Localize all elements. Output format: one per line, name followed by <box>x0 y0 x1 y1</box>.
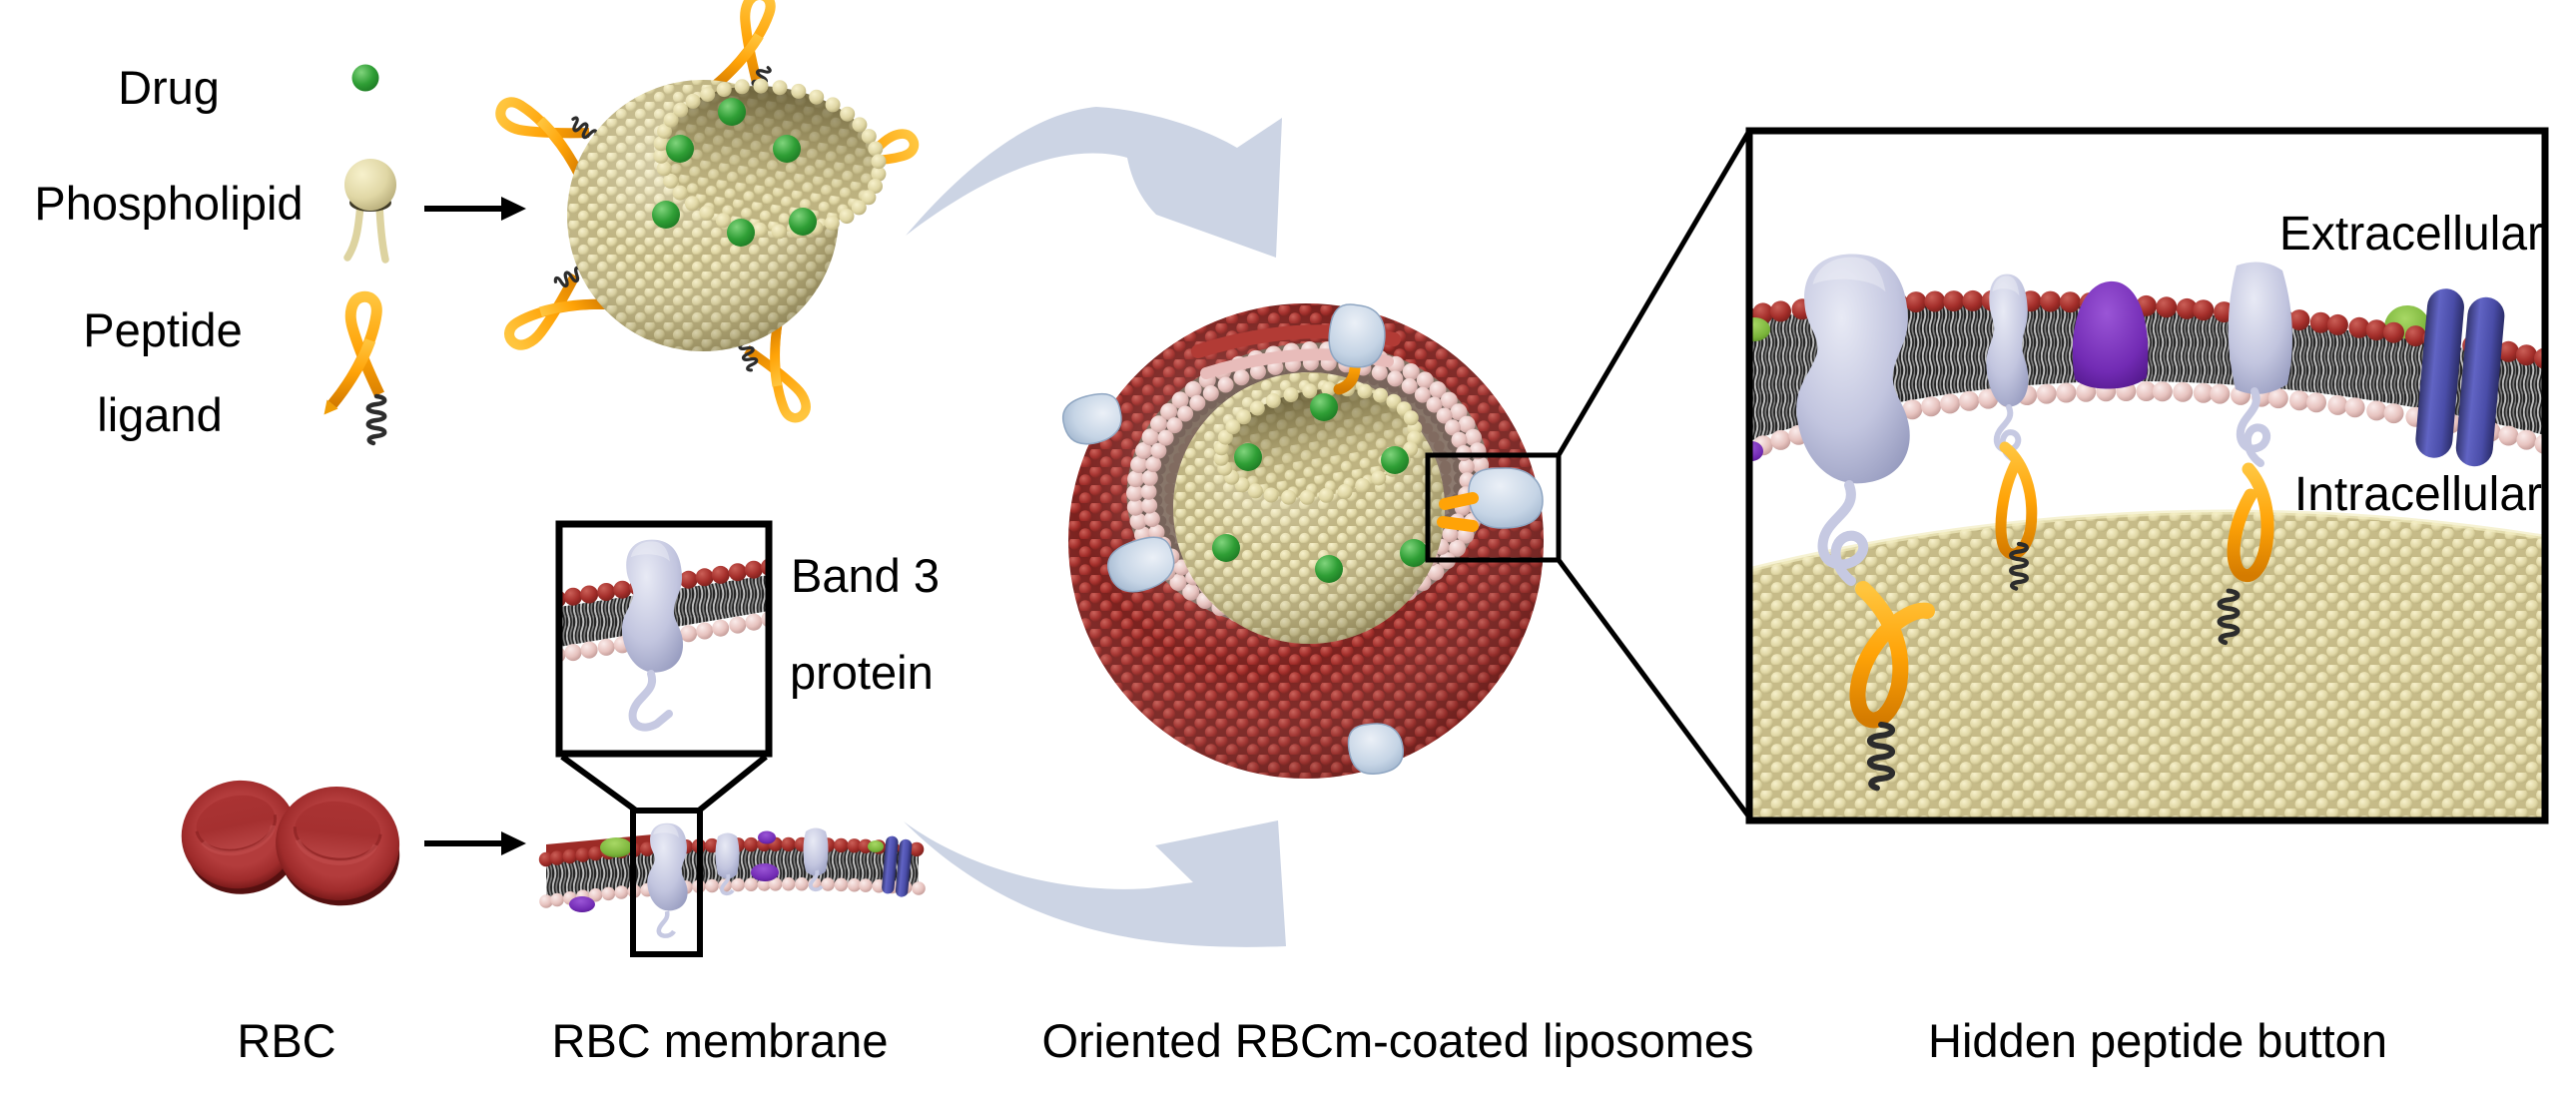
svg-text:ligand: ligand <box>97 388 222 441</box>
svg-text:protein: protein <box>790 646 934 699</box>
svg-text:Oriented RBCm-coated liposomes: Oriented RBCm-coated liposomes <box>1041 1014 1753 1067</box>
svg-text:Hidden peptide button: Hidden peptide button <box>1928 1014 2387 1067</box>
svg-text:Drug: Drug <box>118 61 220 114</box>
svg-text:RBC: RBC <box>237 1014 335 1067</box>
svg-text:Extracellular: Extracellular <box>2279 208 2543 261</box>
svg-text:Intracellular: Intracellular <box>2294 468 2542 521</box>
svg-text:RBC membrane: RBC membrane <box>552 1014 889 1067</box>
svg-text:Peptide: Peptide <box>83 303 242 356</box>
svg-text:Phospholipid: Phospholipid <box>34 177 303 230</box>
svg-text:Band 3: Band 3 <box>791 549 940 602</box>
